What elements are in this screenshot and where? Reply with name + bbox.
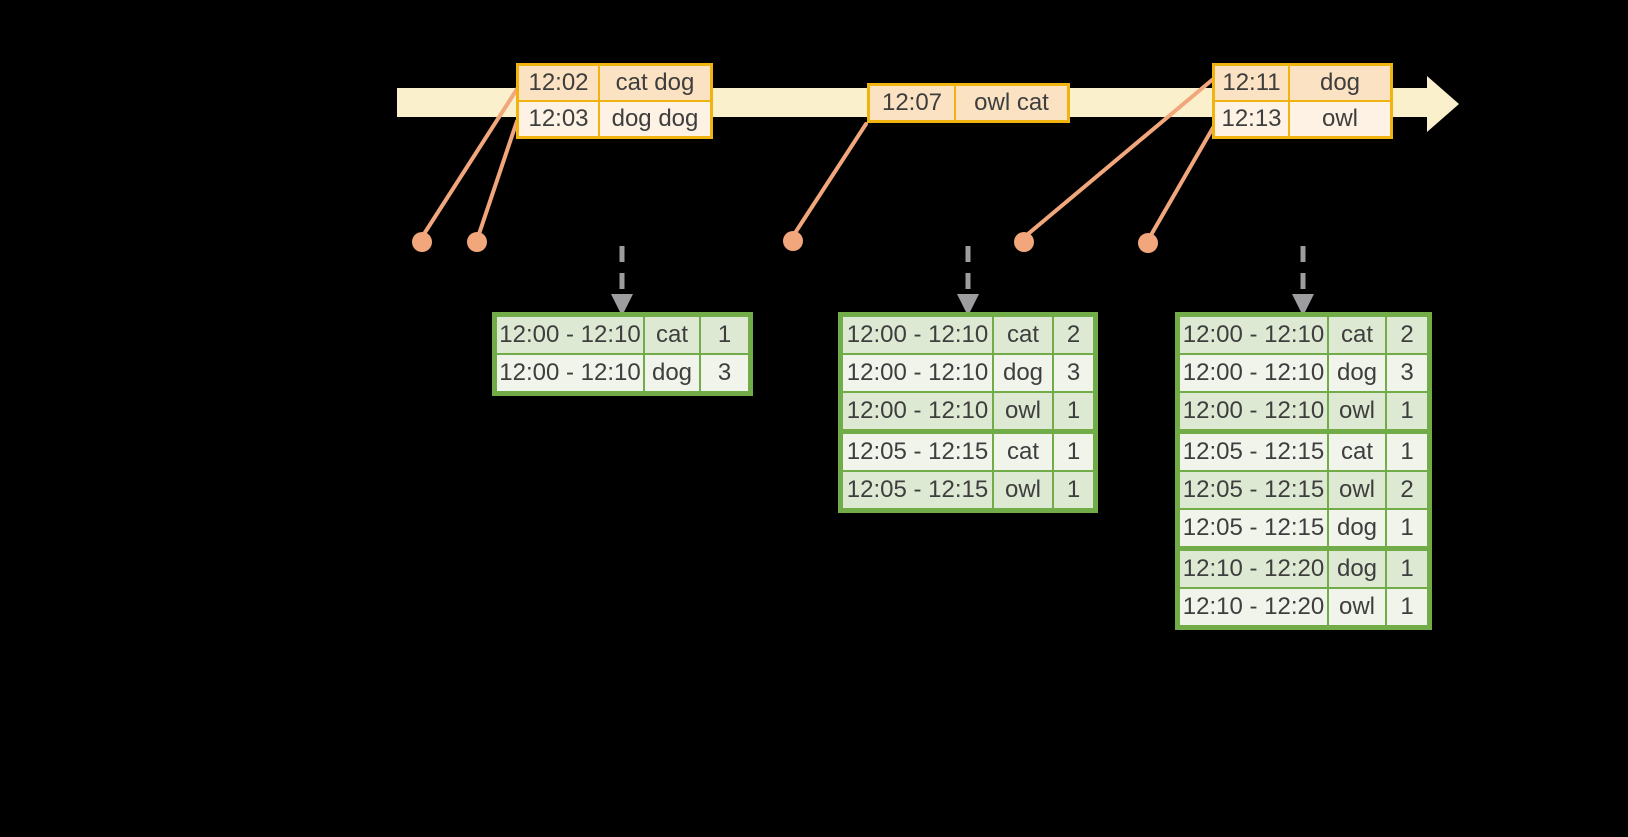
table-cell: 12:00 - 12:10 [843, 355, 992, 391]
down-arrow-icon [1292, 294, 1314, 316]
table-cell: 12:05 - 12:15 [1180, 472, 1327, 508]
table-cell: dog dog [600, 102, 710, 136]
table-cell: 12:10 - 12:20 [1180, 589, 1327, 625]
table-cell: 3 [1054, 355, 1093, 391]
table-cell: dog [1329, 355, 1385, 391]
timeline-arrow-icon [1427, 76, 1459, 132]
event-connector-line [422, 84, 521, 236]
table-cell: cat [1329, 317, 1385, 353]
table-cell: 12:05 - 12:15 [843, 434, 992, 470]
table-cell: dog [645, 355, 699, 391]
down-arrow-icon [957, 294, 979, 316]
event-connector-lines [422, 78, 1216, 237]
trigger-arrows [611, 246, 1314, 316]
event-connector-line [1149, 124, 1216, 237]
table-cell: 2 [1054, 317, 1093, 353]
event-connector-line [477, 119, 519, 236]
table-cell: 2 [1387, 317, 1427, 353]
table-cell: owl [1329, 472, 1385, 508]
event-connector-line [793, 122, 868, 235]
table-cell: 1 [1054, 393, 1093, 429]
table-cell: owl [994, 472, 1052, 508]
table-cell: 12:00 - 12:10 [1180, 355, 1327, 391]
event-dots [412, 231, 1158, 253]
event-dot-icon [1138, 233, 1158, 253]
table-cell: 12:00 - 12:10 [843, 317, 992, 353]
table-cell: 1 [1054, 434, 1093, 470]
table-cell: 12:00 - 12:10 [497, 317, 643, 353]
table-cell: 12:00 - 12:10 [497, 355, 643, 391]
table-cell: owl cat [956, 86, 1067, 120]
table-cell: 12:07 [870, 86, 954, 120]
table-cell: dog [994, 355, 1052, 391]
event-dot-icon [1014, 232, 1034, 252]
table-cell: 12:11 [1215, 66, 1288, 100]
table-cell: owl [1329, 589, 1385, 625]
table-cell: cat [645, 317, 699, 353]
table-cell: 12:00 - 12:10 [1180, 317, 1327, 353]
event-dot-icon [467, 232, 487, 252]
event-dot-icon [412, 232, 432, 252]
table-cell: 3 [1387, 355, 1427, 391]
table-cell: 12:05 - 12:15 [843, 472, 992, 508]
table-cell: 1 [1387, 589, 1427, 625]
table-cell: 1 [1387, 551, 1427, 587]
table-cell: dog [1329, 510, 1385, 546]
table-cell: 12:13 [1215, 102, 1288, 136]
table-cell: dog [1290, 66, 1390, 100]
table-cell: cat [1329, 434, 1385, 470]
table-cell: owl [1329, 393, 1385, 429]
table-cell: 2 [1387, 472, 1427, 508]
table-cell: 3 [701, 355, 748, 391]
table-cell: 12:05 - 12:15 [1180, 510, 1327, 546]
table-cell: owl [1290, 102, 1390, 136]
event-dot-icon [783, 231, 803, 251]
event-connector-line [1026, 78, 1214, 236]
table-cell: 1 [1387, 510, 1427, 546]
table-cell: cat [994, 434, 1052, 470]
table-cell: 1 [1054, 472, 1093, 508]
table-cell: cat dog [600, 66, 710, 100]
table-cell: 12:00 - 12:10 [843, 393, 992, 429]
table-cell: 12:00 - 12:10 [1180, 393, 1327, 429]
table-cell: cat [994, 317, 1052, 353]
table-cell: 12:10 - 12:20 [1180, 551, 1327, 587]
table-cell: 1 [1387, 434, 1427, 470]
table-cell: dog [1329, 551, 1385, 587]
table-cell: 1 [701, 317, 748, 353]
table-cell: owl [994, 393, 1052, 429]
table-cell: 12:02 [519, 66, 598, 100]
table-cell: 1 [1387, 393, 1427, 429]
table-cell: 12:03 [519, 102, 598, 136]
table-cell: 12:05 - 12:15 [1180, 434, 1327, 470]
down-arrow-icon [611, 294, 633, 316]
